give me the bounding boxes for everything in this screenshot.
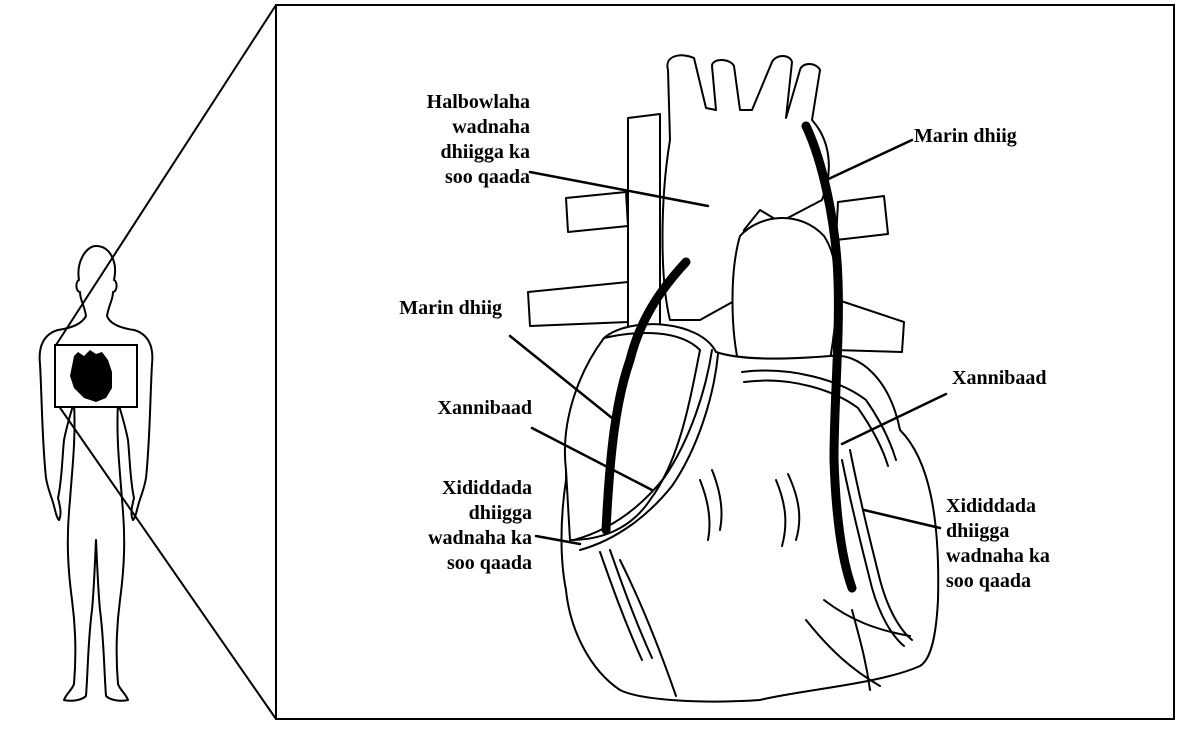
label-aorta-line-2: wadnaha (330, 115, 530, 140)
label-artery-left-line-1: Xididdada (330, 476, 532, 501)
label-artery-right-line-1: Xididdada (946, 494, 1050, 519)
label-vein-right: Marin dhiig (914, 124, 1017, 149)
label-aorta: Halbowlaha wadnaha dhiigga ka soo qaada (330, 90, 530, 190)
pulmonary-trunk (733, 218, 837, 370)
label-artery-left-line-4: soo qaada (330, 551, 532, 576)
pulmonary-vein-right-upper (836, 196, 888, 240)
label-blockage-left: Xannibaad (330, 396, 532, 421)
label-artery-right-line-3: wadnaha ka (946, 544, 1050, 569)
projection-line-top (56, 5, 276, 345)
label-artery-left-line-2: dhiigga (330, 501, 532, 526)
pointer-vein-right (822, 140, 912, 182)
label-blockage-right: Xannibaad (952, 366, 1047, 391)
projection-line-bottom (56, 402, 276, 719)
label-artery-right-line-2: dhiigga (946, 519, 1050, 544)
pulmonary-vein-right-lower (834, 300, 904, 352)
label-aorta-line-1: Halbowlaha (330, 90, 530, 115)
label-artery-left: Xididdada dhiigga wadnaha ka soo qaada (330, 476, 532, 576)
label-artery-right: Xididdada dhiigga wadnaha ka soo qaada (946, 494, 1050, 594)
label-aorta-line-4: soo qaada (330, 165, 530, 190)
pulmonary-vein-left-upper (566, 192, 628, 232)
label-aorta-line-3: dhiigga ka (330, 140, 530, 165)
label-vein-left: Marin dhiig (330, 296, 502, 321)
label-artery-right-line-4: soo qaada (946, 569, 1050, 594)
label-artery-left-line-3: wadnaha ka (330, 526, 532, 551)
pulmonary-vein-left-lower (528, 282, 628, 326)
human-figure-icon (40, 246, 153, 701)
